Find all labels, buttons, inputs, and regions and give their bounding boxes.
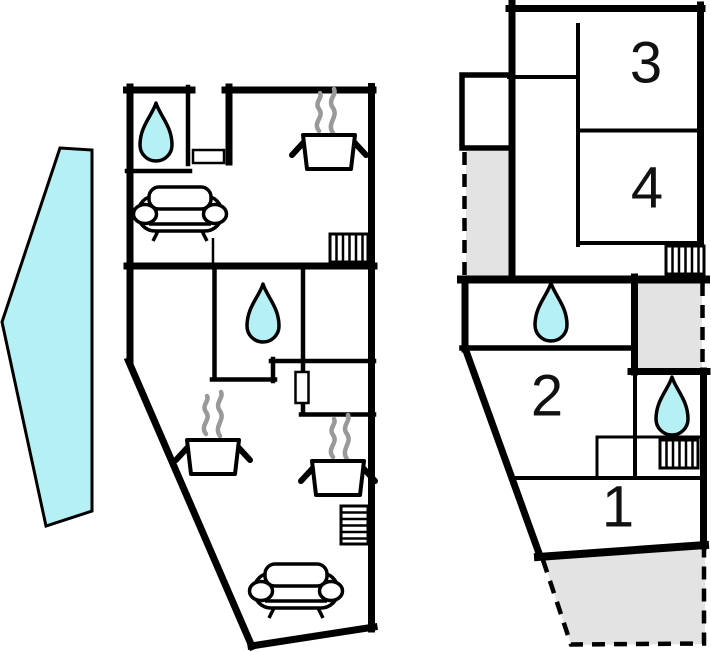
steam-icon	[204, 392, 222, 436]
steam-icon	[317, 89, 335, 133]
terrace-area	[543, 547, 705, 645]
room-label-2: 2	[531, 364, 563, 429]
cooking-pot-icon	[301, 461, 375, 495]
door-marker	[191, 148, 226, 165]
sofa-icon	[131, 185, 229, 243]
balcony-box	[459, 72, 515, 151]
radiator-icon	[664, 244, 706, 276]
upper-floor-plan: 3 4 2 1	[457, 0, 711, 647]
radiator-icon	[658, 438, 700, 470]
room-label-1: 1	[602, 475, 634, 540]
sofa-icon	[247, 562, 345, 620]
ground-floor-walls	[123, 83, 378, 652]
room-label-4: 4	[631, 156, 663, 221]
door-marker	[294, 370, 310, 405]
water-drop-icon	[533, 281, 569, 343]
steam-icon	[331, 415, 349, 459]
room-label-3: 3	[630, 31, 662, 96]
ground-floor-plan	[123, 83, 378, 652]
water-drop-icon	[138, 101, 174, 163]
radiator-icon	[328, 232, 370, 264]
cooking-pot-icon	[176, 440, 250, 474]
radiator-icon	[339, 504, 370, 546]
upper-floor-walls	[457, 0, 711, 562]
water-drop-icon	[245, 282, 281, 344]
terrace-dashed-edge	[540, 549, 707, 647]
water-drop-icon	[654, 375, 690, 437]
terrace-area	[637, 281, 702, 370]
terrace-area	[466, 151, 510, 278]
pool-shape	[0, 146, 94, 528]
cooking-pot-icon	[292, 135, 366, 169]
